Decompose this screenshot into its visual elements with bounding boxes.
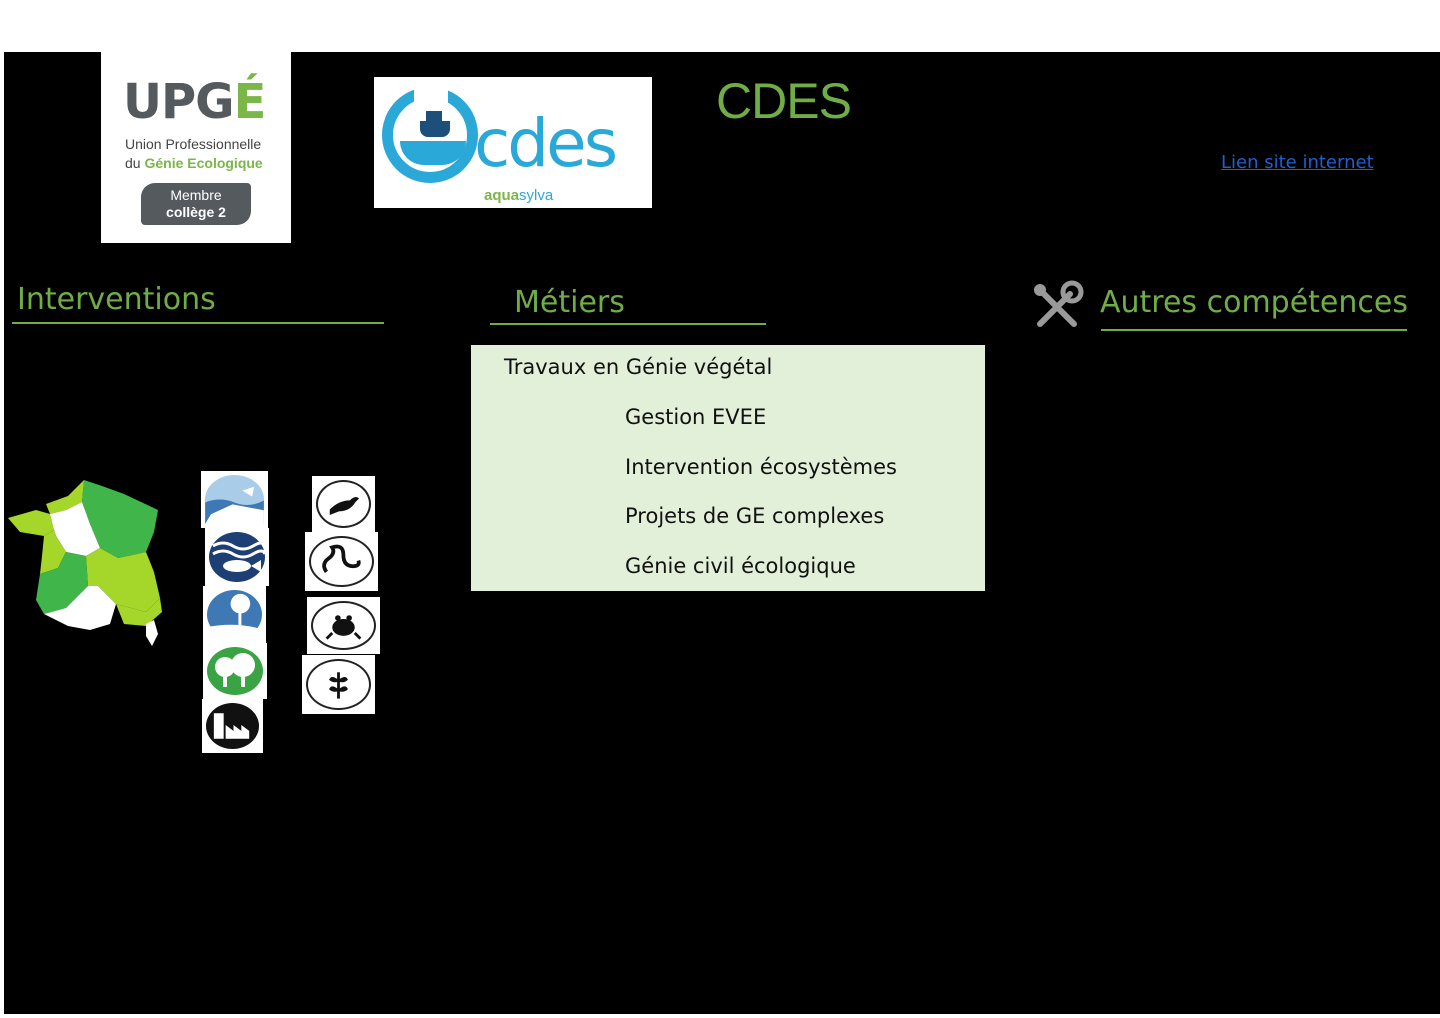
website-link[interactable]: Lien site internet: [1221, 152, 1374, 173]
upge-membership-badge: Membre collège 2: [141, 183, 251, 225]
cdes-logo-subtitle: aquasylva: [484, 187, 554, 204]
boat-icon: [420, 121, 450, 137]
company-title: CDES: [716, 73, 852, 129]
interventions-underline: [12, 322, 384, 324]
interventions-heading: Interventions: [17, 282, 216, 317]
metier-item: Intervention écosystèmes: [625, 455, 897, 479]
upge-logo-accent: É: [233, 74, 267, 130]
snake-icon: [305, 532, 378, 591]
frog-icon: [307, 597, 380, 654]
metiers-list: Travaux en Génie végétal Gestion EVEE In…: [471, 345, 985, 591]
autres-competences-heading: Autres compétences: [1100, 285, 1408, 320]
autres-underline: [1101, 329, 1407, 331]
france-regions-map: [8, 480, 162, 646]
upge-logo-line1: Union Professionnelle: [125, 136, 262, 152]
cdes-logo-word: cdes: [474, 105, 618, 182]
metier-item: Génie civil écologique: [625, 554, 856, 578]
metier-item: Projets de GE complexes: [625, 504, 885, 528]
bird-icon: [312, 476, 375, 532]
forest-icon: [203, 643, 267, 699]
metiers-underline: [490, 323, 766, 325]
plant-icon: [302, 655, 375, 714]
upge-logo: UPGÉ Union Professionnelle du Génie Ecol…: [101, 52, 291, 243]
cdes-logo: cdes aquasylva: [374, 77, 652, 208]
tools-icon: [1034, 280, 1084, 327]
upge-logo-line2: du Génie Ecologique: [125, 155, 263, 171]
coast-icon: [201, 471, 268, 528]
upge-logo-word: UPG: [123, 74, 235, 130]
island-tree-icon: [203, 586, 266, 643]
metiers-heading: Métiers: [514, 285, 625, 320]
metier-item: Travaux en Génie végétal: [504, 355, 773, 379]
urban-industry-icon: [202, 699, 263, 753]
metier-item: Gestion EVEE: [625, 405, 767, 429]
water-fish-icon: [205, 528, 269, 586]
